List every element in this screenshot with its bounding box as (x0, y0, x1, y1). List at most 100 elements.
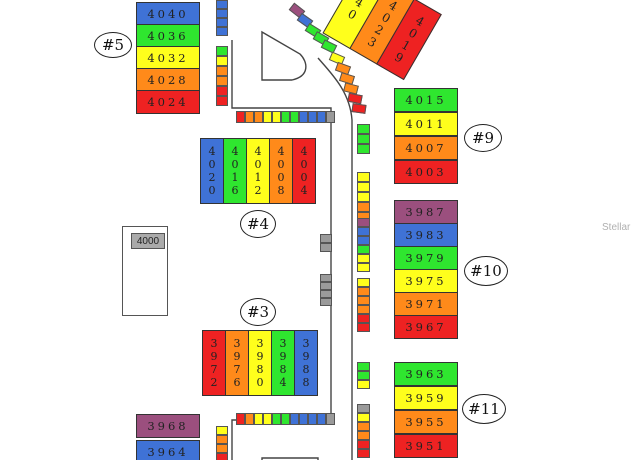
garage-stall (245, 413, 254, 425)
unit-3955[interactable]: 3955 (394, 410, 458, 434)
building-4-label: #4 (240, 210, 276, 238)
garage-stall (357, 380, 370, 389)
garage-stall (216, 27, 228, 36)
garage-stall (357, 144, 370, 154)
unit-4007[interactable]: 4007 (394, 136, 458, 160)
garage-stall (299, 111, 308, 123)
garage-stall (263, 413, 272, 425)
south-drive (231, 419, 331, 460)
unit-4032[interactable]: 4032 (136, 46, 200, 70)
garage-stall (357, 371, 370, 380)
unit-3979[interactable]: 3979 (394, 246, 458, 270)
garage-stall (320, 274, 332, 282)
garage-stall (236, 111, 245, 123)
unit-3983[interactable]: 3983 (394, 223, 458, 247)
garage-stall (357, 263, 370, 272)
unit-4004[interactable]: 4004 (292, 138, 316, 204)
north-drive (231, 40, 332, 420)
unit-4020[interactable]: 4020 (200, 138, 224, 204)
garage-stall (357, 236, 370, 245)
garage-stall (357, 296, 370, 305)
unit-3984[interactable]: 3984 (271, 330, 295, 396)
garage-stall (357, 227, 370, 236)
garage-stall (357, 202, 370, 212)
garage-stall (357, 362, 370, 371)
garage-stall (216, 444, 228, 453)
garage-stall (290, 413, 299, 425)
garage-stall (308, 111, 317, 123)
unit-3988[interactable]: 3988 (294, 330, 318, 396)
unit-3968[interactable]: 3968 (136, 414, 200, 438)
watermark: Stellar (602, 222, 631, 233)
garage-stall (216, 86, 228, 96)
unit-4040[interactable]: 4040 (136, 2, 200, 26)
garage-stall (254, 111, 263, 123)
building-5-label: #5 (94, 32, 132, 58)
unit-4016[interactable]: 4016 (223, 138, 247, 204)
unit-3976[interactable]: 3976 (225, 330, 249, 396)
garage-stall (357, 431, 370, 440)
garage-stall (216, 453, 228, 460)
unit-3959[interactable]: 3959 (394, 386, 458, 410)
unit-4003[interactable]: 4003 (394, 160, 458, 184)
unit-4011[interactable]: 4011 (394, 112, 458, 136)
garage-stall (357, 440, 370, 449)
garage-stall (357, 172, 370, 182)
garage-stall (216, 56, 228, 66)
unit-3971[interactable]: 3971 (394, 292, 458, 316)
garage-stall (299, 413, 308, 425)
unit-4015[interactable]: 4015 (394, 88, 458, 112)
garage-stall (216, 435, 228, 444)
garage-stall (317, 111, 326, 123)
garage-stall (317, 413, 326, 425)
unit-4036[interactable]: 4036 (136, 24, 200, 48)
garage-stall (320, 290, 332, 298)
parking-stub (261, 457, 319, 460)
garage-stall (263, 111, 272, 123)
garage-stall (216, 96, 228, 106)
garage-stall (357, 323, 370, 332)
garage-stall (290, 111, 299, 123)
garage-stall (320, 243, 332, 252)
garage-stall (216, 76, 228, 86)
garage-stall (357, 278, 370, 287)
garage-stall (357, 422, 370, 431)
garage-stall (351, 103, 367, 114)
unit-3975[interactable]: 3975 (394, 269, 458, 293)
unit-3967[interactable]: 3967 (394, 315, 458, 339)
unit-4012[interactable]: 4012 (246, 138, 270, 204)
unit-4024[interactable]: 4024 (136, 90, 200, 114)
garage-stall (216, 18, 228, 27)
garage-stall (245, 111, 254, 123)
building-3-label: #3 (240, 298, 276, 326)
garage-stall (357, 192, 370, 202)
unit-3972[interactable]: 3972 (202, 330, 226, 396)
building-10-label: #10 (464, 256, 508, 286)
unit-3963[interactable]: 3963 (394, 362, 458, 386)
unit-3964[interactable]: 3964 (136, 440, 200, 460)
garage-stall (357, 134, 370, 144)
garage-stall (357, 254, 370, 263)
unit-3980[interactable]: 3980 (248, 330, 272, 396)
garage-stall (357, 449, 370, 458)
garage-stall (357, 314, 370, 323)
garage-stall (326, 413, 335, 425)
building-9-label: #9 (464, 124, 502, 152)
garage-stall (308, 413, 317, 425)
garage-stall (216, 0, 228, 9)
unit-3987[interactable]: 3987 (394, 200, 458, 224)
pool-area (122, 226, 168, 316)
garage-stall (216, 46, 228, 56)
garage-stall (357, 413, 370, 422)
garage-stall (216, 9, 228, 18)
unit-3951[interactable]: 3951 (394, 434, 458, 458)
garage-stall (320, 282, 332, 290)
building-11-label: #11 (462, 394, 506, 424)
garage-stall (326, 111, 335, 123)
garage-stall (357, 305, 370, 314)
garage-stall (272, 111, 281, 123)
unit-4028[interactable]: 4028 (136, 68, 200, 92)
unit-4008[interactable]: 4008 (269, 138, 293, 204)
